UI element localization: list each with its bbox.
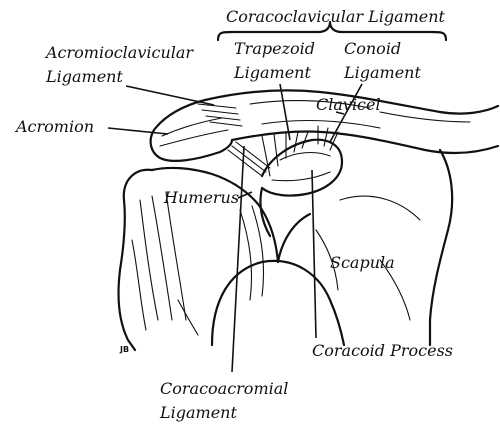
acromion-bone: [149, 98, 234, 162]
label-clavicle: Clavicel: [316, 95, 381, 114]
humerus-leader: [237, 191, 253, 199]
acromioclavicular-leader: [125, 85, 215, 106]
trapezoid-leader: [279, 83, 291, 141]
label-acromioclavicular-line2: Ligament: [45, 67, 123, 86]
coracoclavicular-bracket: [216, 20, 448, 42]
label-coracoacromial-line2: Ligament: [159, 403, 237, 422]
coracoacromial-leader: [231, 145, 245, 373]
label-conoid-line2: Ligament: [343, 63, 421, 82]
label-humerus: Humerus: [163, 188, 239, 207]
humerus-bone: [117, 166, 260, 352]
label-coracoid-process: Coracoid Process: [312, 341, 453, 360]
label-coracoclavicular-ligament: Coracoclavicular Ligament: [226, 7, 446, 26]
label-trapezoid-line2: Ligament: [233, 63, 311, 82]
leader-lines: [107, 20, 448, 373]
label-trapezoid-line1: Trapezoid: [234, 39, 315, 58]
coracoacromial-ligament-band: [227, 141, 271, 177]
label-acromioclavicular-line1: Acromioclavicular: [44, 43, 194, 62]
scapula-bone: [210, 148, 454, 347]
coracoid-process-leader: [311, 169, 317, 339]
clavicle-bone: [203, 89, 500, 155]
coracoid-process-bone: [259, 138, 344, 238]
acromion-leader: [107, 127, 169, 135]
clavicle-leader: [335, 111, 345, 115]
labels: Coracoclavicular Ligament Trapezoid Liga…: [14, 7, 453, 422]
label-conoid-line1: Conoid: [344, 39, 401, 58]
label-acromion: Acromion: [14, 117, 94, 136]
acromioclavicular-ligament-fibres: [197, 103, 243, 127]
anatomy-drawing: [117, 89, 500, 352]
label-scapula: Scapula: [330, 253, 395, 272]
coracoclavicular-ligament-fibres: [261, 125, 339, 177]
artist-initials: JB: [119, 345, 129, 354]
conoid-leader: [329, 83, 363, 143]
label-coracoacromial-line1: Coracoacromial: [160, 379, 288, 398]
